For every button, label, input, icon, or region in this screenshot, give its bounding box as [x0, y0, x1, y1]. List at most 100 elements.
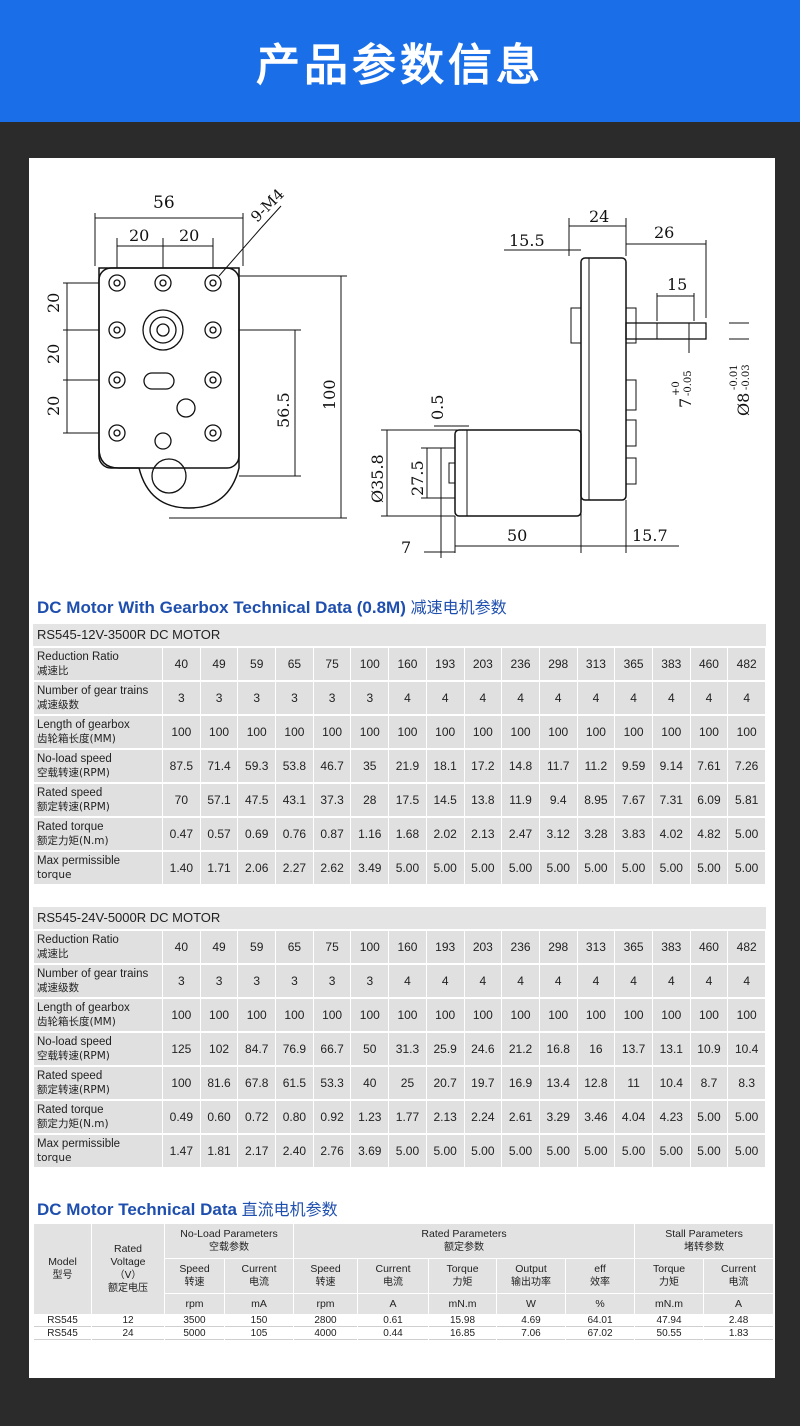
table-cell: 100 [200, 999, 238, 1031]
table-cell: 125 [163, 1033, 200, 1065]
table-cell: 3 [200, 965, 238, 997]
table-cell: 2.62 [313, 852, 351, 884]
table-cell: 16.8 [539, 1033, 577, 1065]
table-cell: 2.47 [502, 818, 539, 850]
table-cell: 3.28 [577, 818, 615, 850]
table-cell: 298 [539, 648, 577, 680]
table-cell: 65 [276, 931, 313, 963]
table-cell: 100 [502, 716, 539, 748]
table-cell: 4 [690, 965, 728, 997]
table-cell: 2.13 [464, 818, 502, 850]
table-cell: 3500 [165, 1315, 224, 1327]
table-cell: 4.82 [690, 818, 728, 850]
table-cell: 5000 [165, 1328, 224, 1340]
table-cell: 8.95 [577, 784, 615, 816]
table-cell: 13.1 [652, 1033, 690, 1065]
table-cell: 3.29 [539, 1101, 577, 1133]
column-unit: mA [225, 1294, 293, 1314]
table-cell: 5.00 [539, 1135, 577, 1167]
table-cell: 100 [615, 999, 652, 1031]
table-cell: 0.80 [276, 1101, 313, 1133]
table-cell: 7.61 [690, 750, 728, 782]
dim-24: 24 [589, 207, 609, 226]
table-cell: 13.8 [464, 784, 502, 816]
table-cell: 460 [690, 931, 728, 963]
table-cell: 7.67 [615, 784, 652, 816]
table-cell: 5.00 [615, 1135, 652, 1167]
table-cell: 298 [539, 931, 577, 963]
dim-7-tol-sup: +0 [671, 381, 682, 396]
table-cell: 482 [728, 931, 765, 963]
table-cell: 5.00 [728, 1101, 765, 1133]
table-cell: 5.00 [652, 1135, 690, 1167]
table-cell: 4.69 [497, 1315, 565, 1327]
table-cell: 100 [426, 716, 464, 748]
table-cell: 87.5 [163, 750, 200, 782]
table-cell: 0.92 [313, 1101, 351, 1133]
table-cell: 0.87 [313, 818, 351, 850]
table-cell: 5.00 [652, 852, 690, 884]
table-cell: 102 [200, 1033, 238, 1065]
motor-section-title: DC Motor Technical Data 直流电机参数 [37, 1196, 338, 1220]
column-unit: W [497, 1294, 565, 1314]
table-cell: 3 [238, 965, 276, 997]
table-cell: 4 [539, 965, 577, 997]
table-cell: 3 [163, 965, 200, 997]
dim-d8-sup: -0.01 [729, 364, 740, 390]
table-cell: 4 [389, 682, 426, 714]
table-cell: 4 [652, 682, 690, 714]
page-header: 产品参数信息 [0, 0, 800, 122]
table-cell: 2.13 [426, 1101, 464, 1133]
dim-15: 15 [667, 275, 687, 294]
table-cell: 20.7 [426, 1067, 464, 1099]
table-cell: 84.7 [238, 1033, 276, 1065]
table-cell: 4 [690, 682, 728, 714]
table-cell: 16.85 [429, 1328, 496, 1340]
table-cell: 4 [426, 965, 464, 997]
table-cell: 9.4 [539, 784, 577, 816]
dim-20-v1: 20 [44, 293, 63, 313]
technical-drawing-svg: 56 20 20 9-M4 20 20 20 56.5 [44, 185, 753, 558]
dim-d8: Ø8 [734, 393, 753, 416]
dim-7: 7 [401, 538, 411, 557]
column-unit: % [566, 1294, 635, 1314]
motor-title-en: DC Motor Technical Data [37, 1200, 237, 1219]
table-cell: 100 [351, 931, 389, 963]
table-cell: 100 [464, 716, 502, 748]
table-cell: 1.47 [163, 1135, 200, 1167]
table-cell: 2.61 [502, 1101, 539, 1133]
table-cell: 100 [690, 716, 728, 748]
table-cell: 4.02 [652, 818, 690, 850]
table-cell: 482 [728, 648, 765, 680]
table-cell: 53.3 [313, 1067, 351, 1099]
table-cell: 47.94 [635, 1315, 704, 1327]
table-cell: 4 [502, 965, 539, 997]
motor-title-cn: 直流电机参数 [241, 1200, 338, 1219]
table-cell: 3 [351, 682, 389, 714]
table-cell: 100 [615, 716, 652, 748]
table-cell: 0.61 [358, 1315, 428, 1327]
table-cell: 160 [389, 648, 426, 680]
table-cell: 3 [313, 682, 351, 714]
table-cell: 5.00 [389, 1135, 426, 1167]
table-cell: 40 [163, 648, 200, 680]
table-cell: 53.8 [276, 750, 313, 782]
table-cell: 2.17 [238, 1135, 276, 1167]
table-cell: 365 [615, 931, 652, 963]
column-unit: mN.m [635, 1294, 704, 1314]
table-cell: 4.04 [615, 1101, 652, 1133]
table-cell: 1.83 [704, 1328, 774, 1340]
table-cell: 100 [539, 999, 577, 1031]
